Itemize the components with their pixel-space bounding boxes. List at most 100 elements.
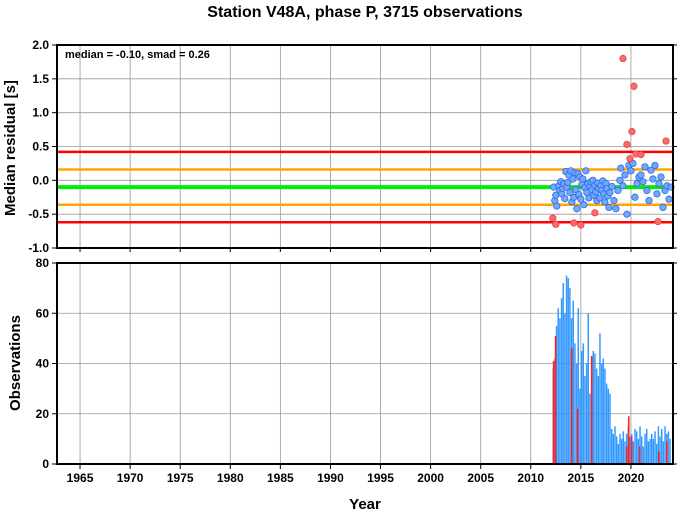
- residual-point: [633, 180, 641, 188]
- histogram-bar: [575, 363, 578, 464]
- outlier-bar: [638, 446, 641, 464]
- histogram-bar: [587, 313, 590, 464]
- histogram-bar: [580, 350, 583, 464]
- residual-point: [606, 188, 614, 197]
- histogram-bar: [589, 393, 591, 464]
- x-tick-label: 2000: [417, 471, 444, 485]
- histogram-bar: [555, 325, 558, 464]
- y-tick-label: 80: [36, 256, 50, 270]
- histogram-bar: [655, 443, 658, 464]
- y-tick-label: -0.5: [28, 207, 49, 221]
- histogram-bar: [620, 438, 623, 464]
- x-tick-label: 1975: [167, 471, 194, 485]
- chart-title: Station V48A, phase P, 3715 observations: [207, 4, 522, 21]
- residual-point: [657, 173, 665, 181]
- histogram-bar: [585, 363, 588, 464]
- residual-point: [631, 193, 639, 201]
- residual-point: [580, 201, 588, 209]
- residual-point: [653, 190, 661, 198]
- outlier-bar: [627, 416, 630, 464]
- bottom-y-axis-label: Observations: [7, 315, 24, 411]
- histogram-bar: [599, 333, 601, 464]
- histogram-bar: [572, 300, 574, 464]
- histogram-bar: [584, 376, 586, 464]
- outlier-bar: [665, 441, 668, 464]
- histogram-bar: [609, 393, 611, 464]
- histogram-bar: [654, 431, 656, 464]
- histogram-bar: [659, 436, 661, 464]
- outlier-bar: [570, 348, 573, 464]
- histogram-bar: [637, 438, 640, 464]
- histogram-bar: [559, 318, 561, 464]
- x-tick-label: 1990: [317, 471, 344, 485]
- residual-point: [665, 195, 673, 203]
- y-tick-label: 2.0: [32, 38, 49, 52]
- histogram-bar: [594, 353, 596, 464]
- residual-point: [647, 166, 655, 174]
- x-tick-label: 1965: [67, 471, 94, 485]
- x-axis-label: Year: [349, 496, 381, 511]
- residual-point: [601, 198, 609, 206]
- residual-point: [627, 167, 635, 175]
- histogram-bar: [600, 363, 603, 464]
- residual-point: [621, 171, 629, 179]
- outlier-point: [628, 128, 636, 136]
- histogram-bar: [632, 441, 635, 464]
- histogram-bar: [661, 428, 663, 464]
- outlier-point: [623, 140, 631, 149]
- outlier-bar: [630, 436, 633, 464]
- x-tick-label: 1970: [117, 471, 144, 485]
- histogram-bar: [650, 433, 653, 464]
- histogram-bar: [612, 433, 615, 464]
- outlier-point: [549, 214, 557, 222]
- residual-point: [659, 203, 667, 211]
- histogram-bar: [595, 368, 598, 464]
- x-tick-label: 2015: [567, 471, 594, 485]
- histogram-bar: [582, 343, 584, 464]
- outlier-point: [637, 151, 645, 159]
- histogram-bar: [629, 436, 631, 464]
- histogram-bar: [614, 426, 616, 464]
- residual-point: [614, 186, 622, 195]
- outlier-point: [662, 137, 670, 145]
- residual-point: [623, 210, 631, 218]
- histogram-bar: [602, 358, 605, 464]
- outlier-bar: [576, 408, 579, 464]
- stats-annotation: median = -0.10, smad = 0.26: [65, 49, 210, 61]
- x-tick-label: 2010: [517, 471, 544, 485]
- histogram-bar: [564, 313, 566, 464]
- residual-point: [610, 197, 618, 205]
- top-plot-frame: [56, 44, 674, 249]
- histogram-bar: [657, 426, 660, 464]
- histogram-bar: [642, 446, 645, 464]
- histogram-bar: [615, 436, 618, 464]
- outlier-point: [570, 219, 578, 227]
- y-tick-label: 0.0: [32, 173, 49, 187]
- histogram-bar: [562, 283, 564, 464]
- residual-point: [569, 175, 577, 183]
- residual-point: [566, 188, 574, 197]
- residual-point: [655, 180, 663, 188]
- histogram-bar: [649, 438, 651, 464]
- histogram-bar: [574, 343, 576, 464]
- histogram-bar: [592, 350, 595, 464]
- histogram-bar: [560, 298, 563, 464]
- histogram-bar: [610, 428, 613, 464]
- residual-point: [582, 167, 590, 175]
- histogram-bar: [664, 426, 666, 464]
- y-tick-label: 60: [36, 306, 50, 320]
- residual-point: [645, 197, 653, 205]
- x-tick-label: 2020: [618, 471, 645, 485]
- histogram-bar: [624, 441, 626, 464]
- residual-point: [619, 182, 627, 190]
- residual-point: [617, 164, 625, 172]
- y-tick-label: 40: [36, 357, 50, 371]
- top-y-axis-label: Median residual [s]: [2, 80, 19, 216]
- residual-point: [649, 175, 657, 183]
- outlier-bar: [552, 360, 555, 464]
- histogram-bar: [617, 443, 620, 464]
- histogram-bar: [667, 431, 670, 464]
- histogram-bar: [662, 441, 665, 464]
